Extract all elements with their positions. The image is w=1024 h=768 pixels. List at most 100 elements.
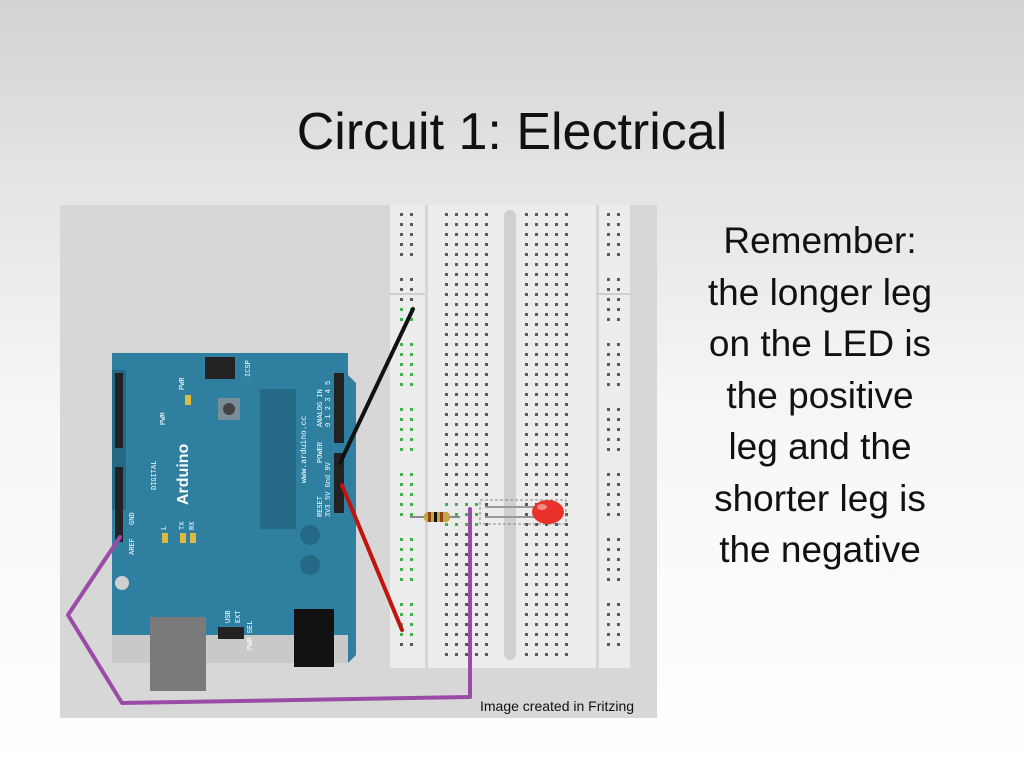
breadboard-hole bbox=[445, 523, 448, 526]
rail-hole bbox=[400, 643, 403, 646]
breadboard-hole bbox=[485, 453, 488, 456]
breadboard-hole bbox=[485, 463, 488, 466]
breadboard-hole bbox=[465, 543, 468, 546]
breadboard-hole bbox=[565, 583, 568, 586]
breadboard-hole bbox=[445, 283, 448, 286]
breadboard-hole bbox=[475, 593, 478, 596]
breadboard-hole bbox=[545, 453, 548, 456]
breadboard-hole bbox=[535, 403, 538, 406]
breadboard-hole bbox=[565, 383, 568, 386]
breadboard-hole bbox=[455, 383, 458, 386]
breadboard-hole bbox=[525, 233, 528, 236]
breadboard-hole bbox=[535, 283, 538, 286]
breadboard-hole bbox=[525, 533, 528, 536]
rail-hole bbox=[410, 363, 413, 366]
breadboard-hole bbox=[555, 313, 558, 316]
breadboard-hole bbox=[475, 343, 478, 346]
rail-hole bbox=[400, 548, 403, 551]
breadboard-hole bbox=[475, 623, 478, 626]
breadboard-hole bbox=[555, 423, 558, 426]
breadboard-hole bbox=[565, 233, 568, 236]
breadboard-hole bbox=[545, 493, 548, 496]
breadboard-hole bbox=[555, 283, 558, 286]
breadboard-hole bbox=[535, 493, 538, 496]
breadboard-hole bbox=[485, 393, 488, 396]
rail-hole bbox=[400, 308, 403, 311]
breadboard-hole bbox=[475, 263, 478, 266]
rail-hole bbox=[607, 613, 610, 616]
breadboard-hole bbox=[555, 553, 558, 556]
breadboard-hole bbox=[485, 493, 488, 496]
breadboard-hole bbox=[555, 403, 558, 406]
breadboard-hole bbox=[475, 253, 478, 256]
breadboard-hole bbox=[545, 533, 548, 536]
rail-hole bbox=[617, 343, 620, 346]
rail-hole bbox=[410, 448, 413, 451]
rail-hole bbox=[617, 243, 620, 246]
rail-hole bbox=[607, 363, 610, 366]
breadboard-hole bbox=[525, 223, 528, 226]
breadboard-hole bbox=[555, 353, 558, 356]
breadboard bbox=[390, 205, 631, 668]
breadboard-hole bbox=[555, 253, 558, 256]
rail-hole bbox=[617, 548, 620, 551]
breadboard-hole bbox=[565, 593, 568, 596]
resistor-band-3 bbox=[440, 512, 443, 522]
breadboard-hole bbox=[445, 393, 448, 396]
breadboard-hole bbox=[485, 533, 488, 536]
breadboard-hole bbox=[555, 603, 558, 606]
rail-hole bbox=[410, 558, 413, 561]
breadboard-hole bbox=[525, 603, 528, 606]
rail-hole bbox=[400, 298, 403, 301]
arduino-board: Arduino www.arduino.cc DIGITAL PWM PWR I… bbox=[112, 353, 356, 691]
breadboard-hole bbox=[565, 413, 568, 416]
breadboard-hole bbox=[445, 263, 448, 266]
breadboard-hole bbox=[565, 293, 568, 296]
breadboard-hole bbox=[525, 353, 528, 356]
breadboard-hole bbox=[525, 453, 528, 456]
label-reset: RESET bbox=[317, 496, 325, 517]
breadboard-hole bbox=[485, 413, 488, 416]
breadboard-hole bbox=[555, 523, 558, 526]
breadboard-hole bbox=[555, 593, 558, 596]
breadboard-hole bbox=[485, 643, 488, 646]
breadboard-hole bbox=[455, 593, 458, 596]
rail-hole bbox=[400, 343, 403, 346]
label-ext: EXT bbox=[235, 610, 243, 623]
rail-gap-left bbox=[390, 293, 425, 295]
power-pins bbox=[334, 453, 344, 513]
label-analog-in: ANALOG IN bbox=[317, 389, 325, 427]
capacitor-2 bbox=[300, 555, 320, 575]
breadboard-hole bbox=[545, 213, 548, 216]
breadboard-hole bbox=[555, 543, 558, 546]
breadboard-hole bbox=[445, 563, 448, 566]
rail-hole bbox=[617, 633, 620, 636]
breadboard-hole bbox=[565, 213, 568, 216]
red-wire bbox=[340, 483, 404, 632]
rail-hole bbox=[617, 418, 620, 421]
breadboard-hole bbox=[565, 323, 568, 326]
rail-hole bbox=[617, 578, 620, 581]
breadboard-hole bbox=[445, 223, 448, 226]
rx-led bbox=[190, 533, 196, 543]
breadboard-hole bbox=[545, 633, 548, 636]
rail-hole bbox=[607, 643, 610, 646]
breadboard-hole bbox=[445, 243, 448, 246]
breadboard-hole bbox=[555, 213, 558, 216]
rail-hole bbox=[410, 473, 413, 476]
breadboard-hole bbox=[525, 263, 528, 266]
rail-hole bbox=[617, 233, 620, 236]
breadboard-hole bbox=[465, 483, 468, 486]
breadboard-hole bbox=[475, 303, 478, 306]
tx-led bbox=[180, 533, 186, 543]
breadboard-hole bbox=[555, 333, 558, 336]
rail-hole bbox=[410, 438, 413, 441]
breadboard-hole bbox=[565, 463, 568, 466]
breadboard-hole bbox=[525, 513, 528, 516]
rail-hole bbox=[617, 408, 620, 411]
breadboard-hole bbox=[555, 303, 558, 306]
breadboard-hole bbox=[455, 323, 458, 326]
breadboard-hole bbox=[545, 263, 548, 266]
rail-hole bbox=[400, 213, 403, 216]
breadboard-hole bbox=[445, 383, 448, 386]
